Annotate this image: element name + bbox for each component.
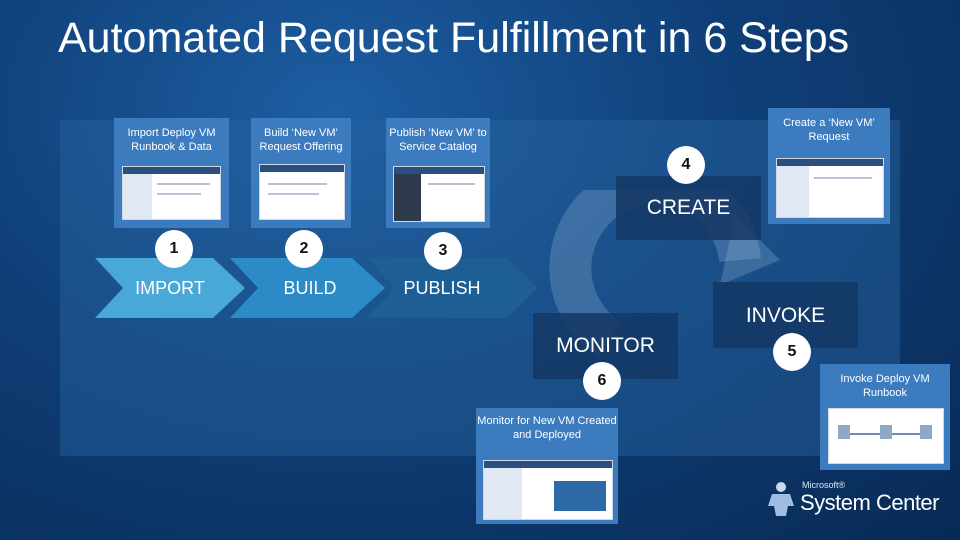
step-number-6: 6 <box>583 362 621 400</box>
import-card-caption: Import Deploy VM Runbook & Data <box>127 127 216 153</box>
step-number-2: 2 <box>285 230 323 268</box>
page-title: Automated Request Fulfillment in 6 Steps <box>58 14 850 62</box>
step-label-monitor: MONITOR <box>556 334 655 357</box>
step-label-invoke: INVOKE <box>745 304 826 327</box>
build-screenshot <box>259 164 345 220</box>
publish-card-caption: Publish ‘New VM’ to Service Catalog <box>389 127 487 153</box>
build-card: Build ‘New VM’ Request Offering <box>251 118 351 228</box>
step-number-4: 4 <box>667 146 705 184</box>
monitor-card-caption: Monitor for New VM Created and Deployed <box>477 415 617 441</box>
monitor-card: Monitor for New VM Created and Deployed <box>476 408 618 524</box>
chevron-build <box>230 258 385 318</box>
create-card-caption: Create a ‘New VM’ Request <box>783 117 875 143</box>
step-label-create: CREATE <box>646 196 731 219</box>
step-label-publish: PUBLISH <box>403 278 481 298</box>
invoke-screenshot <box>828 408 944 464</box>
system-center-logo: Microsoft® System Center <box>766 478 941 518</box>
create-box <box>616 176 761 240</box>
import-screenshot <box>122 166 221 220</box>
publish-screenshot <box>393 166 485 222</box>
step-number-1: 1 <box>155 230 193 268</box>
chevron-import <box>95 258 245 318</box>
step-number-5: 5 <box>773 333 811 371</box>
logo-figure-icon <box>768 482 794 516</box>
step-number-3: 3 <box>424 232 462 270</box>
step-label-build: BUILD <box>283 278 337 298</box>
logo-product: System Center <box>800 490 940 515</box>
create-screenshot <box>776 158 884 218</box>
build-card-caption: Build ‘New VM’ Request Offering <box>259 127 343 153</box>
import-card: Import Deploy VM Runbook & Data <box>114 118 229 228</box>
invoke-card-caption: Invoke Deploy VM Runbook <box>840 373 930 399</box>
logo-brand: Microsoft® <box>802 480 846 490</box>
create-card: Create a ‘New VM’ Request <box>768 108 890 224</box>
publish-card: Publish ‘New VM’ to Service Catalog <box>386 118 490 228</box>
invoke-card: Invoke Deploy VM Runbook <box>820 364 950 470</box>
monitor-screenshot <box>483 460 613 520</box>
chevron-publish <box>367 258 537 318</box>
step-label-import: IMPORT <box>135 278 205 298</box>
